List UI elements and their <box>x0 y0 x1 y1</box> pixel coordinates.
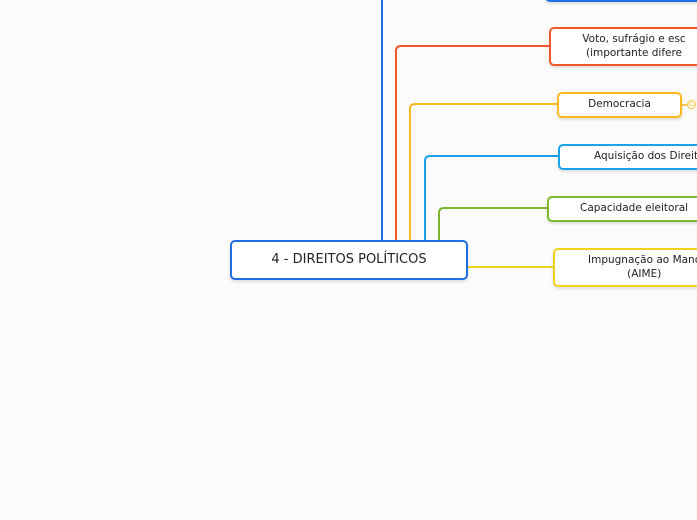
topic-node-impugnacao[interactable]: Impugnação ao Manc (AIME) <box>553 248 697 287</box>
topic-node-top-partial[interactable] <box>545 0 697 2</box>
topic-node-democracia[interactable]: Democracia <box>557 92 682 118</box>
topic-node-voto[interactable]: Voto, sufrágio e esc (importante difere <box>549 27 697 66</box>
connector-aquisicao <box>424 155 558 240</box>
connector-voto <box>395 45 549 240</box>
connector-capacidade <box>438 207 547 240</box>
topic-node-aquisicao[interactable]: Aquisição dos Direito <box>558 144 697 170</box>
collapse-count-badge[interactable]: 61 <box>687 100 696 109</box>
connector-democracia <box>409 103 557 240</box>
central-topic[interactable]: 4 - DIREITOS POLÍTICOS <box>230 240 468 280</box>
topic-node-capacidade[interactable]: Capacidade eleitoral <box>547 196 697 222</box>
